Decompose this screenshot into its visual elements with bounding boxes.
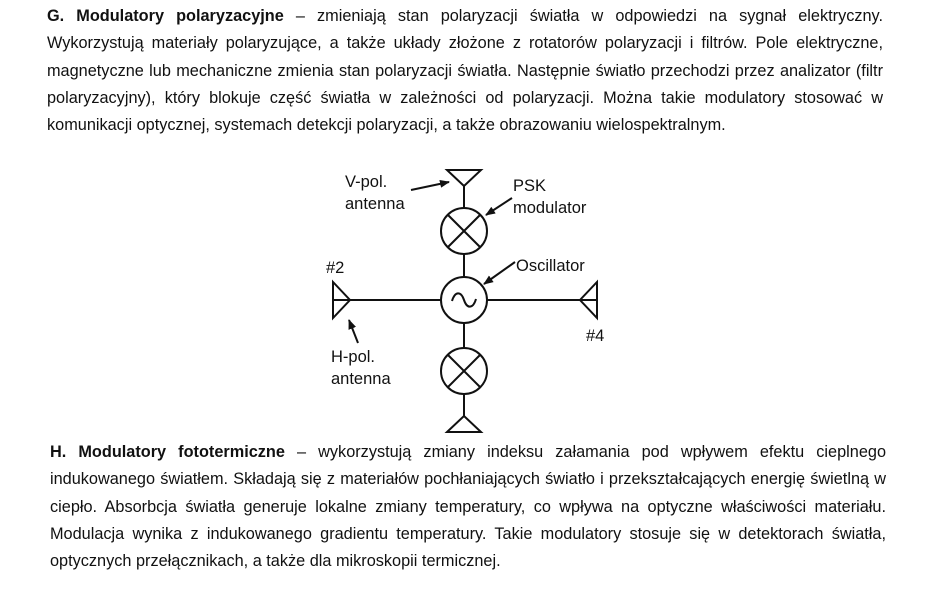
- section-g-paragraph: G. Modulatory polaryzacyjne – zmieniają …: [47, 3, 883, 139]
- top-antenna-icon: [444, 169, 484, 188]
- hpol-label-line1: H-pol.: [331, 348, 375, 366]
- hpol-label-line2: antenna: [331, 370, 391, 388]
- port-4-label: #4: [586, 327, 604, 345]
- port-2-label: #2: [326, 259, 344, 277]
- top-mixer-icon: [440, 207, 488, 255]
- bottom-mixer-icon: [440, 347, 488, 395]
- section-h-body: – wykorzystują zmiany indeksu załamania …: [50, 443, 886, 571]
- psk-label-line1: PSK: [513, 177, 546, 195]
- oscillator-label: Oscillator: [516, 257, 585, 275]
- hpol-arrow: [348, 319, 359, 344]
- polarization-modulator-diagram: V-pol. antenna PSK modulator Oscillator …: [326, 169, 604, 433]
- section-h-paragraph: H. Modulatory fototermiczne – wykorzystu…: [50, 439, 886, 575]
- psk-arrow: [485, 197, 513, 216]
- vpol-arrow: [410, 179, 450, 191]
- oscillator-icon: [440, 276, 488, 324]
- section-g-heading: G. Modulatory polaryzacyjne: [47, 7, 284, 25]
- section-h-heading: H. Modulatory fototermiczne: [50, 443, 285, 461]
- psk-label-line2: modulator: [513, 199, 587, 217]
- left-antenna-icon: [332, 279, 352, 321]
- oscillator-arrow: [483, 261, 516, 285]
- bottom-antenna-icon: [444, 414, 484, 433]
- vpol-label-line2: antenna: [345, 195, 405, 213]
- section-g-body: – zmieniają stan polaryzacji światła w o…: [47, 7, 883, 135]
- vpol-label-line1: V-pol.: [345, 173, 387, 191]
- right-antenna-icon: [578, 279, 598, 321]
